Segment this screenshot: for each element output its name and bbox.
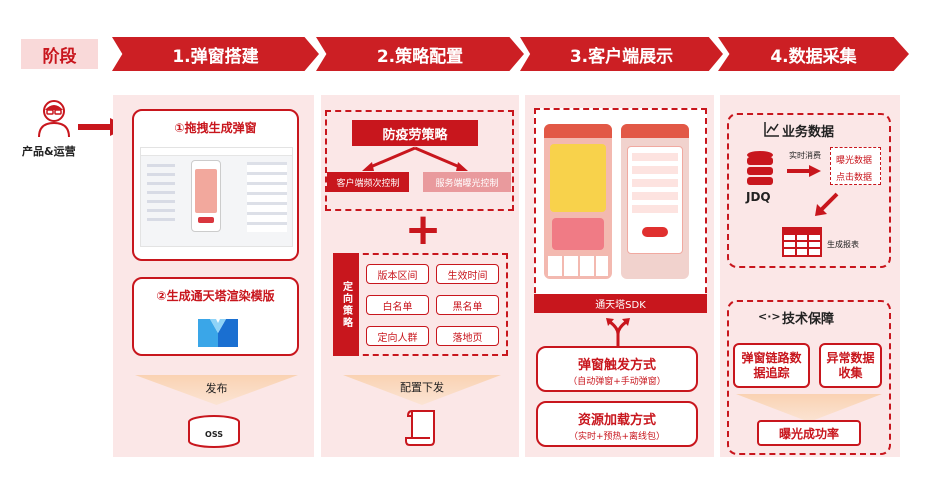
anti-fatigue-group <box>325 110 514 211</box>
load-mode-box: 资源加载方式 （实时+预热+离线包） <box>536 401 698 447</box>
step-chevron-4: 4.数据采集 <box>718 37 909 71</box>
option-version-range: 版本区间 <box>366 264 429 284</box>
exception-box: 异常数据收集 <box>819 343 882 388</box>
tech-guarantee-title: 技术保障 <box>782 312 835 327</box>
success-rate-box: 曝光成功率 <box>757 420 861 446</box>
option-whitelist: 白名单 <box>366 295 429 315</box>
anti-fatigue-title-text: 防疫劳策略 <box>382 127 448 143</box>
jdq-label: JDQ <box>746 190 771 204</box>
step-label: 4.数据采集 <box>770 46 857 67</box>
code-icon: <·> <box>758 310 781 323</box>
publish-label: 发布 <box>205 382 228 395</box>
drag-build-box: ①拖拽生成弹窗 <box>132 109 299 261</box>
server-exposure-box: 服务端曝光控制 <box>423 172 511 192</box>
user-icon <box>36 98 72 138</box>
branch-connector <box>350 146 480 174</box>
tech-guarantee-group <box>727 300 891 455</box>
trigger-mode-sub: （自动弹窗+手动弹窗） <box>568 377 666 387</box>
scroll-document-icon <box>404 408 440 448</box>
exception-text: 异常数据收集 <box>826 350 875 380</box>
anti-fatigue-title: 防疫劳策略 <box>352 120 478 146</box>
database-icon <box>745 150 775 186</box>
business-data-group <box>727 113 891 268</box>
line-chart-icon <box>764 121 780 137</box>
split-arrows-icon <box>603 316 633 346</box>
option-target-audience: 定向人群 <box>366 326 429 346</box>
targeting-label-text: 定向策略 <box>340 280 352 329</box>
load-mode-sub: （实时+预热+离线包） <box>568 432 666 442</box>
exposure-data-text: 曝光数据 <box>836 156 873 166</box>
server-exposure-text: 服务端曝光控制 <box>435 178 499 189</box>
trace-text: 弹窗链路数据追踪 <box>741 350 802 380</box>
step-chevron-2: 2.策略配置 <box>316 37 524 71</box>
step-chevron-3: 3.客户端展示 <box>520 37 723 71</box>
arrow-down-left-icon <box>813 192 839 218</box>
oss-label: OSS <box>205 430 223 439</box>
option-landing-page: 落地页 <box>436 326 499 346</box>
trace-box: 弹窗链路数据追踪 <box>733 343 810 388</box>
tongtianta-logo-icon <box>196 313 240 349</box>
phone-screenshot-left <box>544 124 612 279</box>
drag-build-title: ①拖拽生成弹窗 <box>174 121 257 135</box>
success-rate-text: 曝光成功率 <box>778 426 839 441</box>
plus-icon: + <box>404 204 442 255</box>
stage-label: 阶段 <box>21 39 98 69</box>
realtime-label: 实时消费 <box>789 151 821 160</box>
stage-label-text: 阶段 <box>42 46 77 67</box>
load-mode-title: 资源加载方式 <box>577 413 656 428</box>
actor-label: 产品&运营 <box>22 145 76 158</box>
trigger-mode-title: 弹窗触发方式 <box>577 358 656 373</box>
click-data-text: 点击数据 <box>836 173 873 183</box>
step-chevron-1: 1.弹窗搭建 <box>112 37 319 71</box>
trigger-mode-box: 弹窗触发方式 （自动弹窗+手动弹窗） <box>536 346 698 392</box>
option-blacklist: 黑名单 <box>436 295 499 315</box>
client-frequency-text: 客户端频次控制 <box>336 178 400 189</box>
sdk-bar: 通天塔SDK <box>534 294 707 313</box>
arrow-right-small-icon <box>787 162 821 177</box>
business-data-title: 业务数据 <box>782 125 835 140</box>
report-label: 生成报表 <box>827 240 859 249</box>
step-label: 1.弹窗搭建 <box>172 46 259 67</box>
template-box: ②生成通天塔渲染模版 <box>132 277 299 356</box>
targeting-label-box: 定向策略 <box>333 253 359 356</box>
metric-data-box <box>830 147 881 185</box>
deliver-label: 配置下发 <box>400 381 444 394</box>
client-frequency-box: 客户端频次控制 <box>327 172 409 192</box>
table-grid-icon <box>782 227 822 257</box>
phone-screenshot-right <box>621 124 689 279</box>
sdk-label: 通天塔SDK <box>595 300 646 311</box>
oss-storage-icon <box>186 414 242 450</box>
step-label: 3.客户端展示 <box>569 46 674 67</box>
step-label: 2.策略配置 <box>376 46 464 67</box>
template-title: ②生成通天塔渲染模版 <box>156 289 275 303</box>
editor-screenshot <box>140 147 293 247</box>
option-effective-time: 生效时间 <box>436 264 499 284</box>
